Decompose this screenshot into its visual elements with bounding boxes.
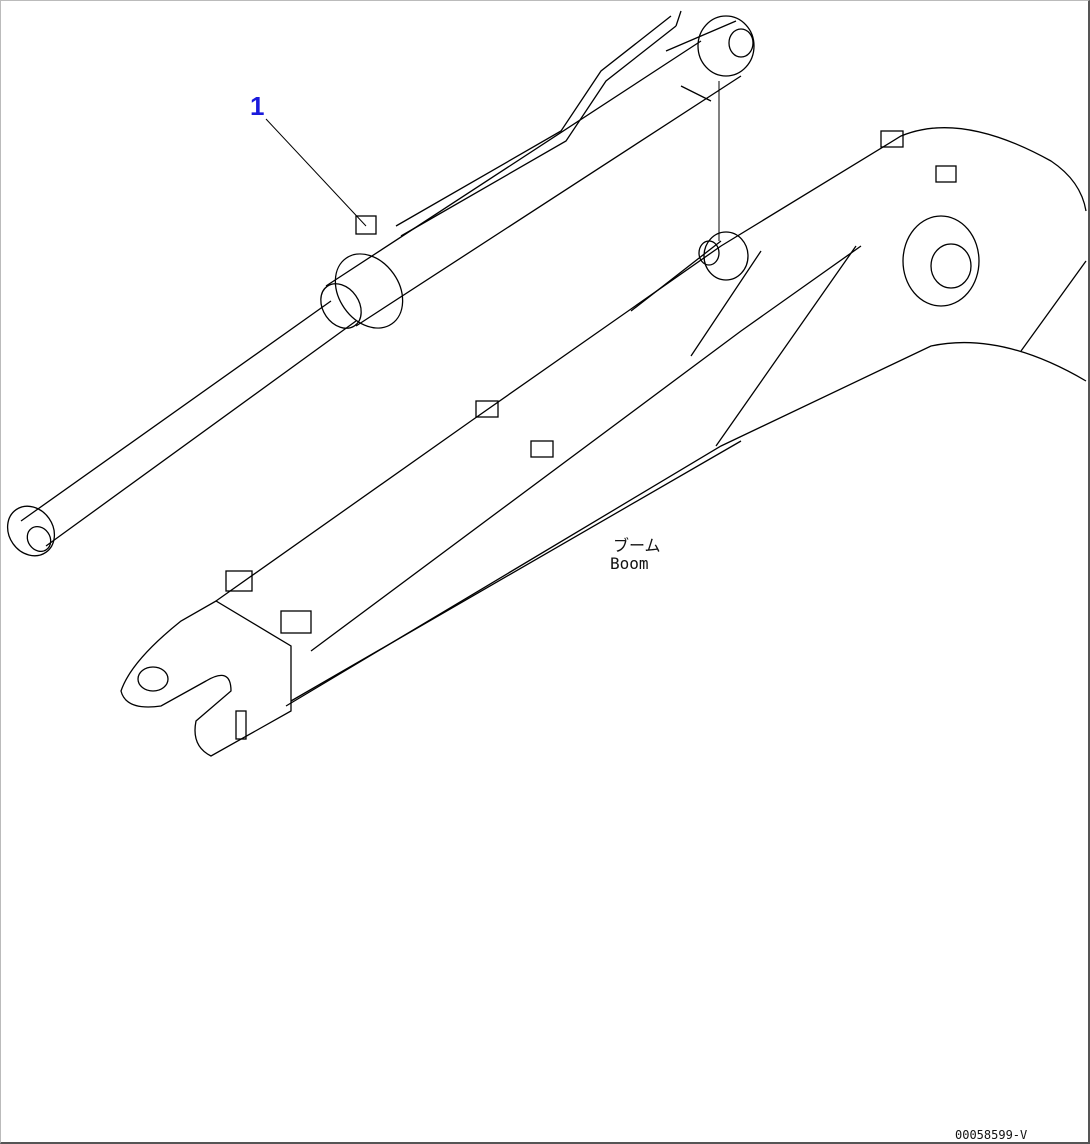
boom bbox=[120, 81, 1087, 757]
part-label-en: Boom bbox=[610, 554, 649, 573]
drawing-id: 00058599-V bbox=[955, 1128, 1028, 1142]
callout-leader-1 bbox=[265, 118, 367, 227]
boom-cylinder bbox=[6, 10, 755, 557]
callout-number-1[interactable]: 1 bbox=[250, 91, 265, 121]
part-label-jp: ブーム bbox=[613, 536, 661, 555]
